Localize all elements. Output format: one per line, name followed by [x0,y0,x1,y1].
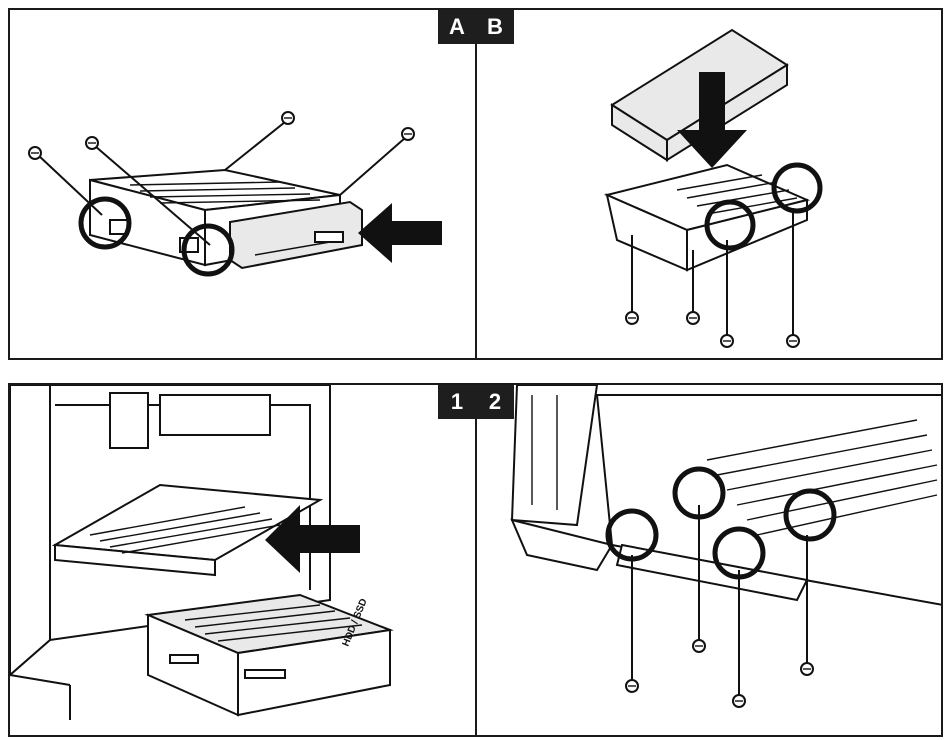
bottom-panel: 1 2 HDD / SSD [8,383,943,737]
bottom-panel-divider [475,385,477,735]
step-label-a: A [438,10,476,44]
screw-icon [732,694,746,708]
screw-icon [800,662,814,676]
highlight-circle-center [181,223,235,277]
screw-icon [625,679,639,693]
highlight-circle-tray-left [704,199,756,251]
highlight-circle-4 [783,488,837,542]
screw-icon [28,146,42,160]
panel-1-illustration: HDD / SSD [10,385,394,720]
top-panel: A B [8,8,943,360]
tray-underside-vents [706,419,938,536]
arrow-icon [358,203,442,263]
top-panel-divider [475,10,477,358]
tray-vent-pattern [129,181,321,204]
arrow-icon [265,505,360,573]
shelf-vent-pattern [89,506,281,554]
screw-icon [686,311,700,325]
screw-icon [401,127,415,141]
step-label-b: B [476,10,514,44]
panel-b-illustration [603,28,823,348]
arrow-icon [677,72,747,168]
step-label-1: 1 [438,385,476,419]
highlight-circle-left [78,196,132,250]
screw-icon [281,111,295,125]
panel-2-illustration [510,385,941,708]
step-label-2: 2 [476,385,514,419]
screw-icon [625,311,639,325]
screw-icon [720,334,734,348]
screw-icon [85,136,99,150]
screw-icon [692,639,706,653]
highlight-circle-tray-right [771,162,823,214]
screw-icon [786,334,800,348]
panel-a-illustration [28,111,442,277]
tray-vent-pattern [184,604,363,642]
